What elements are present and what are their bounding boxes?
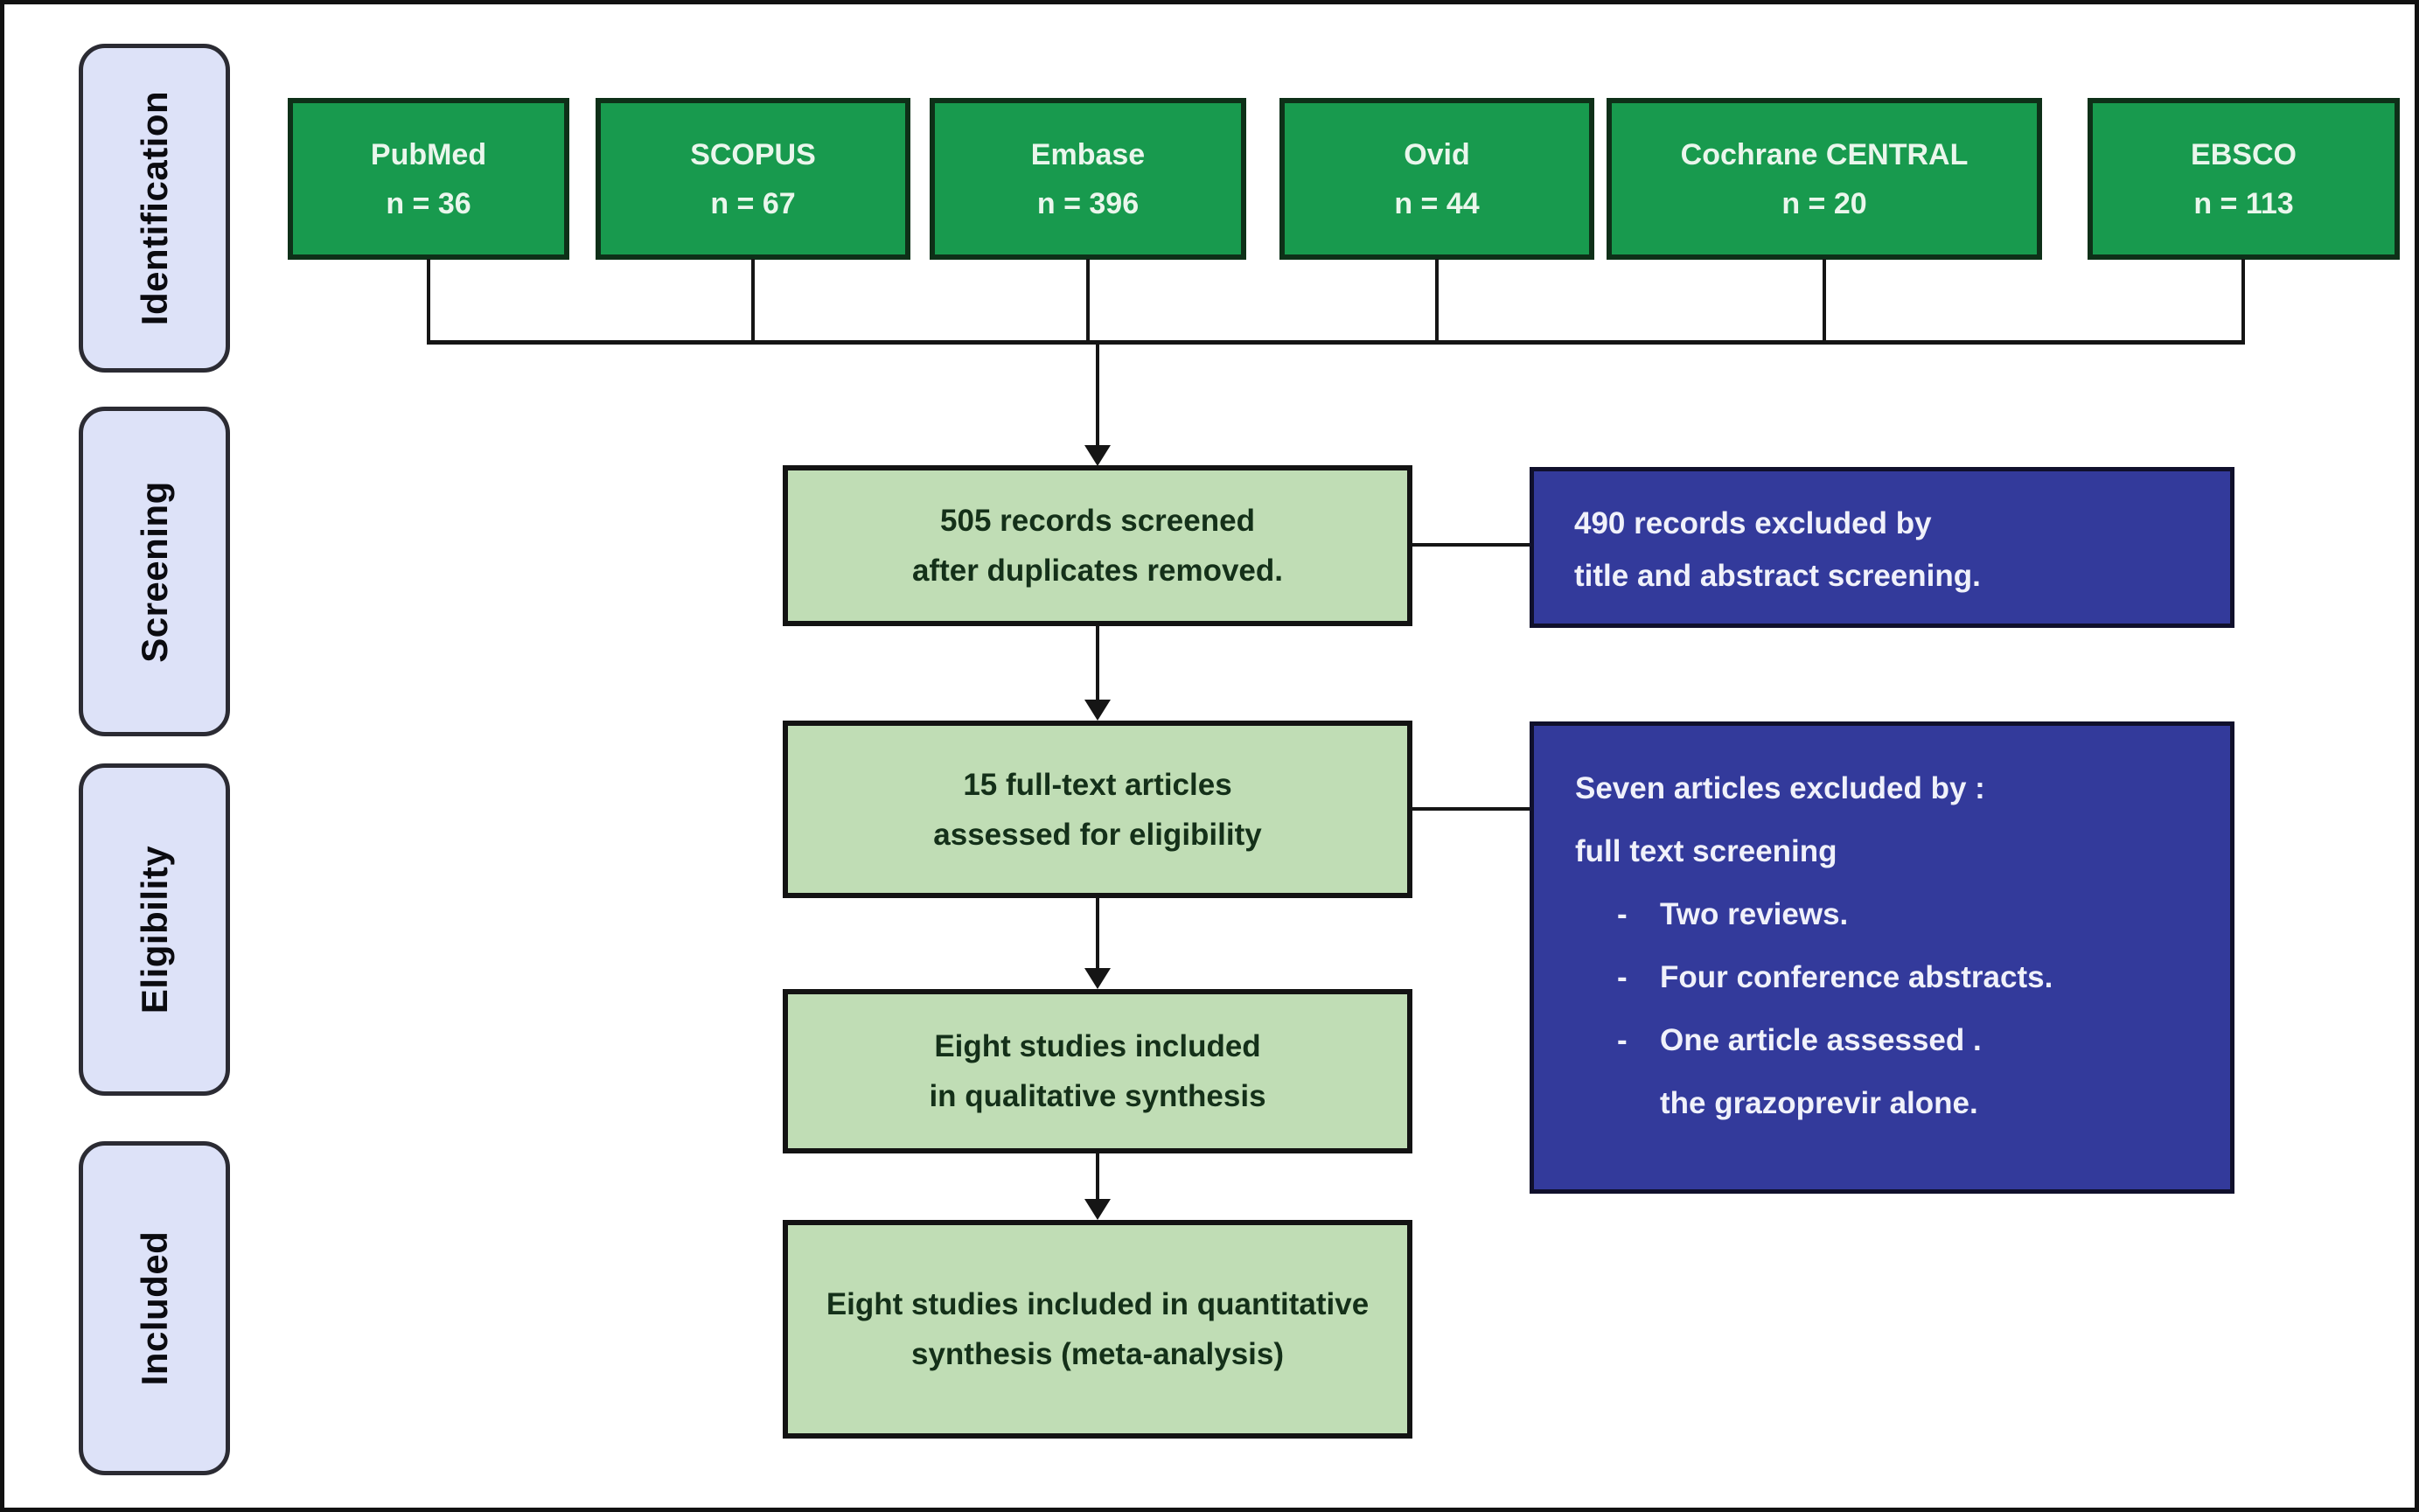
flow-box-quantitative-synthesis: Eight studies included in quantitative s… xyxy=(783,1220,1412,1439)
source-count: n = 113 xyxy=(2193,186,2294,220)
source-count: n = 20 xyxy=(1781,186,1867,220)
stage-box-identification: Identification xyxy=(79,44,230,373)
stage-label-screening: Screening xyxy=(133,480,175,663)
source-box-ovid: Ovid n = 44 xyxy=(1279,98,1594,260)
flow-box-line: Eight studies included xyxy=(934,1029,1261,1063)
exclusion-box-full-text: Seven articles excluded by : full text s… xyxy=(1530,721,2234,1194)
bullet-dash: - xyxy=(1617,897,1628,931)
drop-line-cochrane-central xyxy=(1823,259,1826,343)
arrow-qualitative-to-quantitative xyxy=(1096,1153,1099,1202)
flow-box-line: 505 records screened xyxy=(940,504,1255,538)
source-box-embase: Embase n = 396 xyxy=(930,98,1246,260)
flow-box-line: synthesis (meta-analysis) xyxy=(910,1337,1284,1371)
flow-box-qualitative-synthesis: Eight studies included in qualitative sy… xyxy=(783,989,1412,1153)
source-name: Embase xyxy=(1030,137,1146,171)
connector-fulltext-to-exclusion xyxy=(1411,807,1531,811)
stage-box-included: Included xyxy=(79,1141,230,1475)
arrow-fulltext-to-qualitative xyxy=(1096,897,1099,971)
arrowhead-fulltext-to-qualitative xyxy=(1084,968,1111,989)
arrowhead-qualitative-to-quantitative xyxy=(1084,1199,1111,1220)
source-name: PubMed xyxy=(370,137,487,171)
bullet-text: Four conference abstracts. xyxy=(1660,960,2053,994)
source-name: SCOPUS xyxy=(690,137,816,171)
source-count: n = 67 xyxy=(710,186,796,220)
arrow-screened-to-fulltext xyxy=(1096,625,1099,702)
arrowhead-screened-to-fulltext xyxy=(1084,700,1111,721)
source-box-ebsco: EBSCO n = 113 xyxy=(2088,98,2400,260)
arrow-bus-to-screened xyxy=(1096,340,1099,449)
stage-box-eligibility: Eligibility xyxy=(79,763,230,1096)
source-count: n = 36 xyxy=(386,186,471,220)
source-box-pubmed: PubMed n = 36 xyxy=(288,98,569,260)
source-name: Cochrane CENTRAL xyxy=(1680,137,1969,171)
flow-box-line: 15 full-text articles xyxy=(963,767,1232,802)
bullet-text: Two reviews. xyxy=(1660,897,1849,931)
flow-box-line: Eight studies included in quantitative xyxy=(826,1287,1370,1321)
flow-box-line: assessed for eligibility xyxy=(933,817,1262,852)
exclusion-box-title-abstract: 490 records excluded by title and abstra… xyxy=(1530,467,2234,628)
source-box-cochrane-central: Cochrane CENTRAL n = 20 xyxy=(1607,98,2042,260)
drop-line-pubmed xyxy=(427,259,430,343)
exclusion-line: Seven articles excluded by : xyxy=(1575,771,1985,805)
flow-box-line: after duplicates removed. xyxy=(911,554,1284,588)
source-name: Ovid xyxy=(1404,137,1470,171)
source-box-scopus: SCOPUS n = 67 xyxy=(596,98,910,260)
bullet-text: the grazoprevir alone. xyxy=(1660,1086,1978,1120)
exclusion-bullet: - One article assessed . xyxy=(1575,1009,2213,1072)
source-count: n = 44 xyxy=(1394,186,1480,220)
bullet-text: One article assessed . xyxy=(1660,1023,1982,1057)
exclusion-line: full text screening xyxy=(1575,834,1837,868)
flow-box-line: in qualitative synthesis xyxy=(929,1079,1266,1113)
connector-screened-to-exclusion xyxy=(1411,543,1531,547)
drop-line-ovid xyxy=(1435,259,1439,343)
exclusion-bullet: - Four conference abstracts. xyxy=(1575,946,2213,1009)
exclusion-bullet: - Two reviews. xyxy=(1575,883,2213,946)
arrowhead-bus-to-screened xyxy=(1084,445,1111,466)
bullet-dash xyxy=(1617,1072,1660,1135)
bullet-dash: - xyxy=(1617,1023,1628,1057)
sources-bus-line xyxy=(427,340,2245,345)
flow-box-fulltext-assessed: 15 full-text articles assessed for eligi… xyxy=(783,721,1412,898)
source-count: n = 396 xyxy=(1036,186,1140,220)
bullet-dash: - xyxy=(1617,960,1628,994)
flow-box-records-screened: 505 records screened after duplicates re… xyxy=(783,465,1412,626)
exclusion-bullet-continuation: the grazoprevir alone. xyxy=(1575,1072,2213,1135)
drop-line-scopus xyxy=(751,259,755,343)
stage-label-included: Included xyxy=(133,1230,175,1386)
exclusion-line: 490 records excluded by xyxy=(1574,506,1932,540)
drop-line-embase xyxy=(1086,259,1090,343)
stage-box-screening: Screening xyxy=(79,407,230,736)
exclusion-line: title and abstract screening. xyxy=(1574,559,1981,593)
drop-line-ebsco xyxy=(2241,259,2245,343)
stage-label-identification: Identification xyxy=(133,90,175,326)
source-name: EBSCO xyxy=(2191,137,2297,171)
stage-label-eligibility: Eligibility xyxy=(133,845,175,1014)
